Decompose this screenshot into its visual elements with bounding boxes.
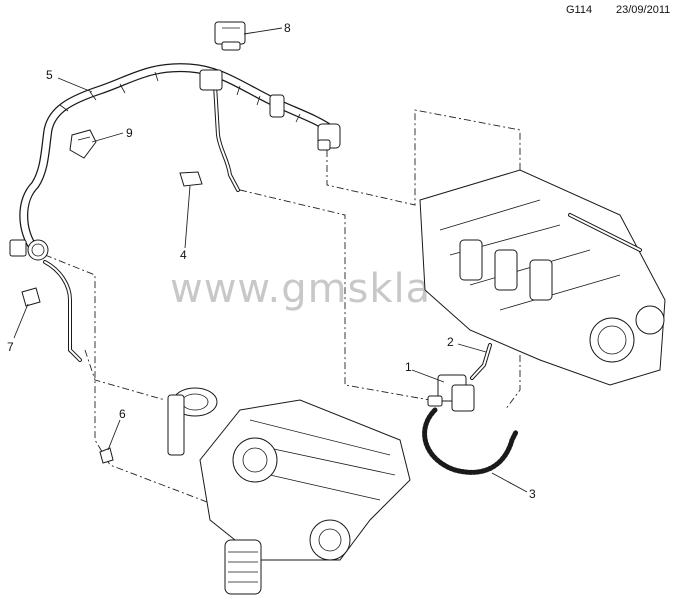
bracket-part-4 [179,171,203,187]
callout-5: 5 [46,68,53,82]
callout-4: 4 [180,248,187,262]
clip-part-9 [69,129,97,159]
callout-8: 8 [284,21,291,35]
callout-labels: 1 2 3 4 5 6 7 8 9 [7,21,536,501]
valve-part-1 [427,374,475,412]
diagram-code: G114 [566,4,593,16]
callout-2: 2 [447,335,454,349]
callout-6: 6 [119,407,126,421]
callout-9: 9 [126,126,133,140]
turbo-exhaust-assembly [167,387,411,595]
clip-part-7 [21,287,41,307]
callout-7: 7 [7,340,14,354]
connector-part-8 [214,21,246,51]
clip-part-6 [99,447,114,464]
conduit-part-3 [422,407,519,475]
leader-lines [13,27,528,493]
diagram-date: 23/09/2011 [616,4,671,16]
callout-1: 1 [405,360,412,374]
hose-assembly [9,63,341,362]
tube-part-2 [470,343,492,380]
callout-3: 3 [529,487,536,501]
intake-manifold [419,169,666,386]
